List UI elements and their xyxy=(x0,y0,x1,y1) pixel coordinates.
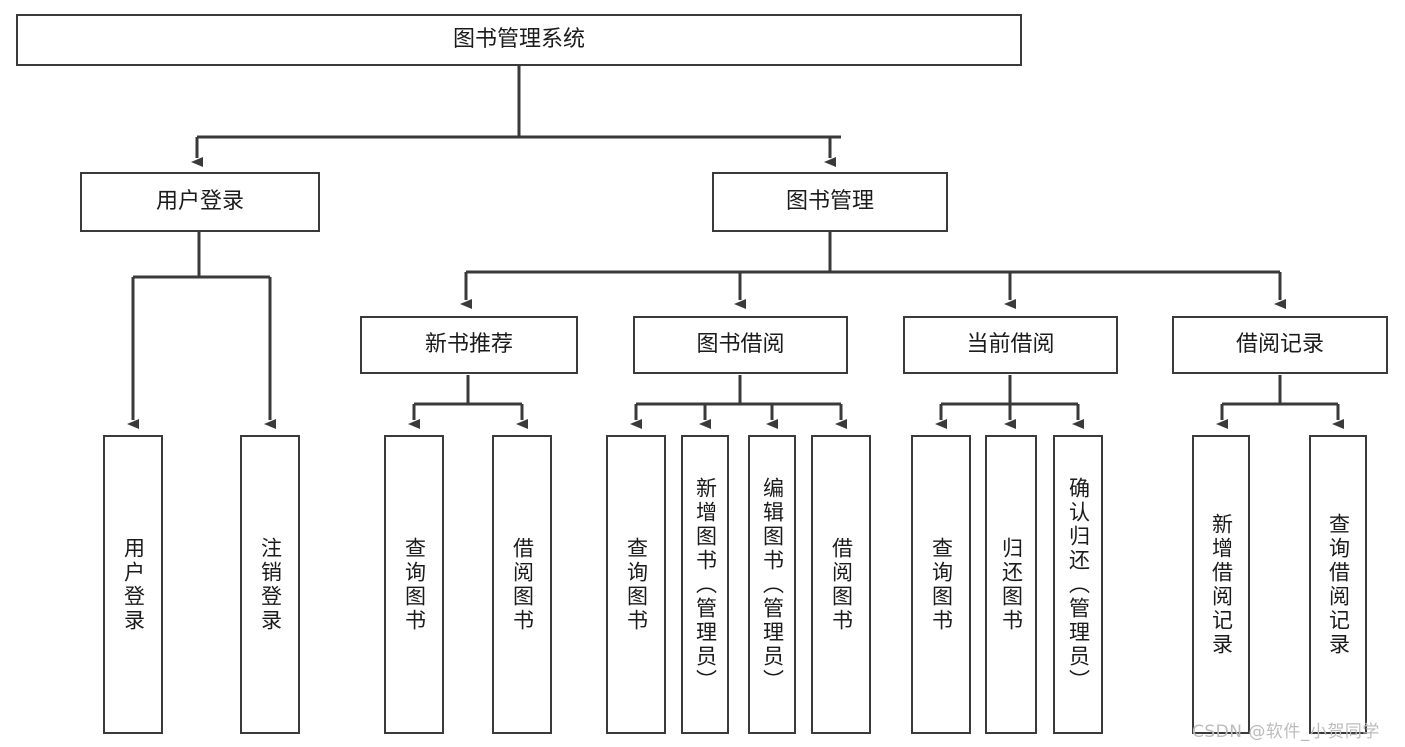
node-leaf-query-borrow-record[interactable]: 查询借阅记录 xyxy=(1309,435,1367,734)
node-label: 用户登录 xyxy=(155,189,244,215)
node-current-borrow[interactable]: 当前借阅 xyxy=(903,316,1118,374)
node-label: 用户登录 xyxy=(121,536,146,633)
node-leaf-borrow-book-recommend[interactable]: 借阅图书 xyxy=(492,435,552,734)
node-leaf-borrow-book[interactable]: 借阅图书 xyxy=(811,435,871,734)
node-label: 图书借阅 xyxy=(696,332,785,358)
node-label: 借阅图书 xyxy=(829,536,854,633)
node-label: 查询图书 xyxy=(929,536,954,633)
node-leaf-logout[interactable]: 注销登录 xyxy=(240,435,300,734)
node-borrow-record[interactable]: 借阅记录 xyxy=(1172,316,1388,374)
node-label: 借阅图书 xyxy=(510,536,535,633)
node-book-borrow[interactable]: 图书借阅 xyxy=(633,316,848,374)
node-label: 新增图书（管理员） xyxy=(693,476,718,693)
node-leaf-query-book-recommend[interactable]: 查询图书 xyxy=(384,435,444,734)
node-label: 归还图书 xyxy=(999,536,1024,633)
node-label: 当前借阅 xyxy=(966,332,1055,358)
node-new-book-recommend[interactable]: 新书推荐 xyxy=(360,316,578,374)
node-leaf-user-login[interactable]: 用户登录 xyxy=(103,435,163,734)
node-label: 图书管理 xyxy=(785,189,874,215)
node-label: 查询借阅记录 xyxy=(1326,512,1351,657)
csdn-watermark: CSDN @软件_小贺同学 xyxy=(1192,722,1380,742)
node-root-book-management-system[interactable]: 图书管理系统 xyxy=(16,14,1022,66)
node-leaf-add-book-admin[interactable]: 新增图书（管理员） xyxy=(681,435,729,734)
node-leaf-add-borrow-record[interactable]: 新增借阅记录 xyxy=(1192,435,1250,734)
node-label: 查询图书 xyxy=(624,536,649,633)
node-book-management[interactable]: 图书管理 xyxy=(712,172,948,232)
node-label: 图书管理系统 xyxy=(452,27,585,53)
node-label: 注销登录 xyxy=(258,536,283,633)
node-leaf-return-book[interactable]: 归还图书 xyxy=(985,435,1037,734)
node-leaf-query-book-borrow[interactable]: 查询图书 xyxy=(606,435,666,734)
node-label: 新增借阅记录 xyxy=(1209,512,1234,657)
node-label: 编辑图书（管理员） xyxy=(760,476,785,693)
node-leaf-edit-book-admin[interactable]: 编辑图书（管理员） xyxy=(748,435,796,734)
node-user-login[interactable]: 用户登录 xyxy=(80,172,320,232)
node-leaf-query-book-current[interactable]: 查询图书 xyxy=(911,435,971,734)
node-label: 查询图书 xyxy=(402,536,427,633)
node-label: 确认归还（管理员） xyxy=(1066,476,1091,693)
node-label: 借阅记录 xyxy=(1235,332,1324,358)
node-leaf-confirm-return-admin[interactable]: 确认归还（管理员） xyxy=(1053,435,1103,734)
node-label: 新书推荐 xyxy=(424,332,513,358)
